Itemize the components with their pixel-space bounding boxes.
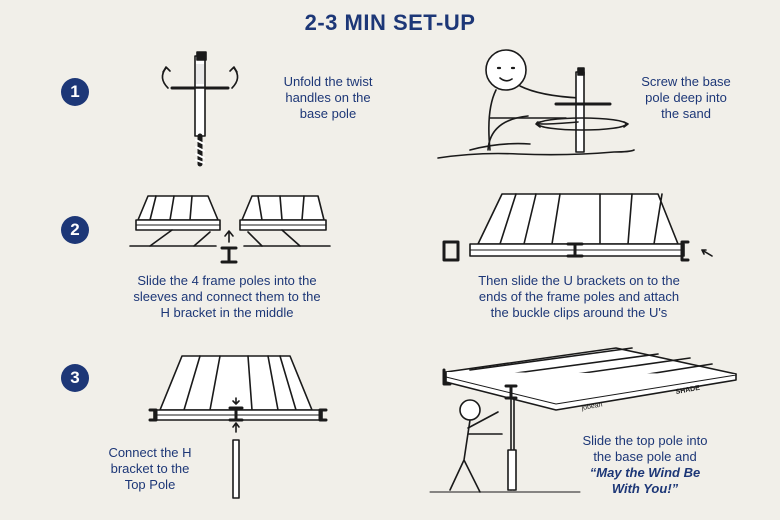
u-brackets-illustration — [442, 193, 713, 262]
frame-poles-illustration — [129, 195, 331, 264]
step-3-right-caption: Slide the top pole into the base pole an… — [556, 433, 734, 497]
base-pole-illustration — [161, 51, 239, 167]
step-1-left-caption: Unfold the twist handles on the base pol… — [283, 74, 373, 121]
person-screwing-pole — [437, 49, 635, 159]
step-1-badge: 1 — [61, 78, 89, 106]
step-2-badge: 2 — [61, 216, 89, 244]
step-3-badge: 3 — [61, 364, 89, 392]
step-2-left-caption: Slide the 4 frame poles into the sleeves… — [133, 273, 321, 320]
canopy-person-illustration — [429, 347, 737, 493]
canopy-logo-label: SHADE — [675, 385, 701, 396]
page-title: 2-3 MIN SET-UP — [304, 10, 476, 35]
canopy-brand-label: jobean — [580, 401, 603, 412]
step-3-left-caption: Connect the H bracket to the Top Pole — [108, 445, 192, 492]
step-1-right-caption: Screw the base pole deep into the sand — [641, 74, 731, 121]
step-2-right-caption: Then slide the U brackets on to the ends… — [478, 273, 680, 320]
wind-slogan: “May the Wind Be — [589, 465, 701, 480]
h-bracket-top-pole-illustration — [148, 355, 328, 499]
